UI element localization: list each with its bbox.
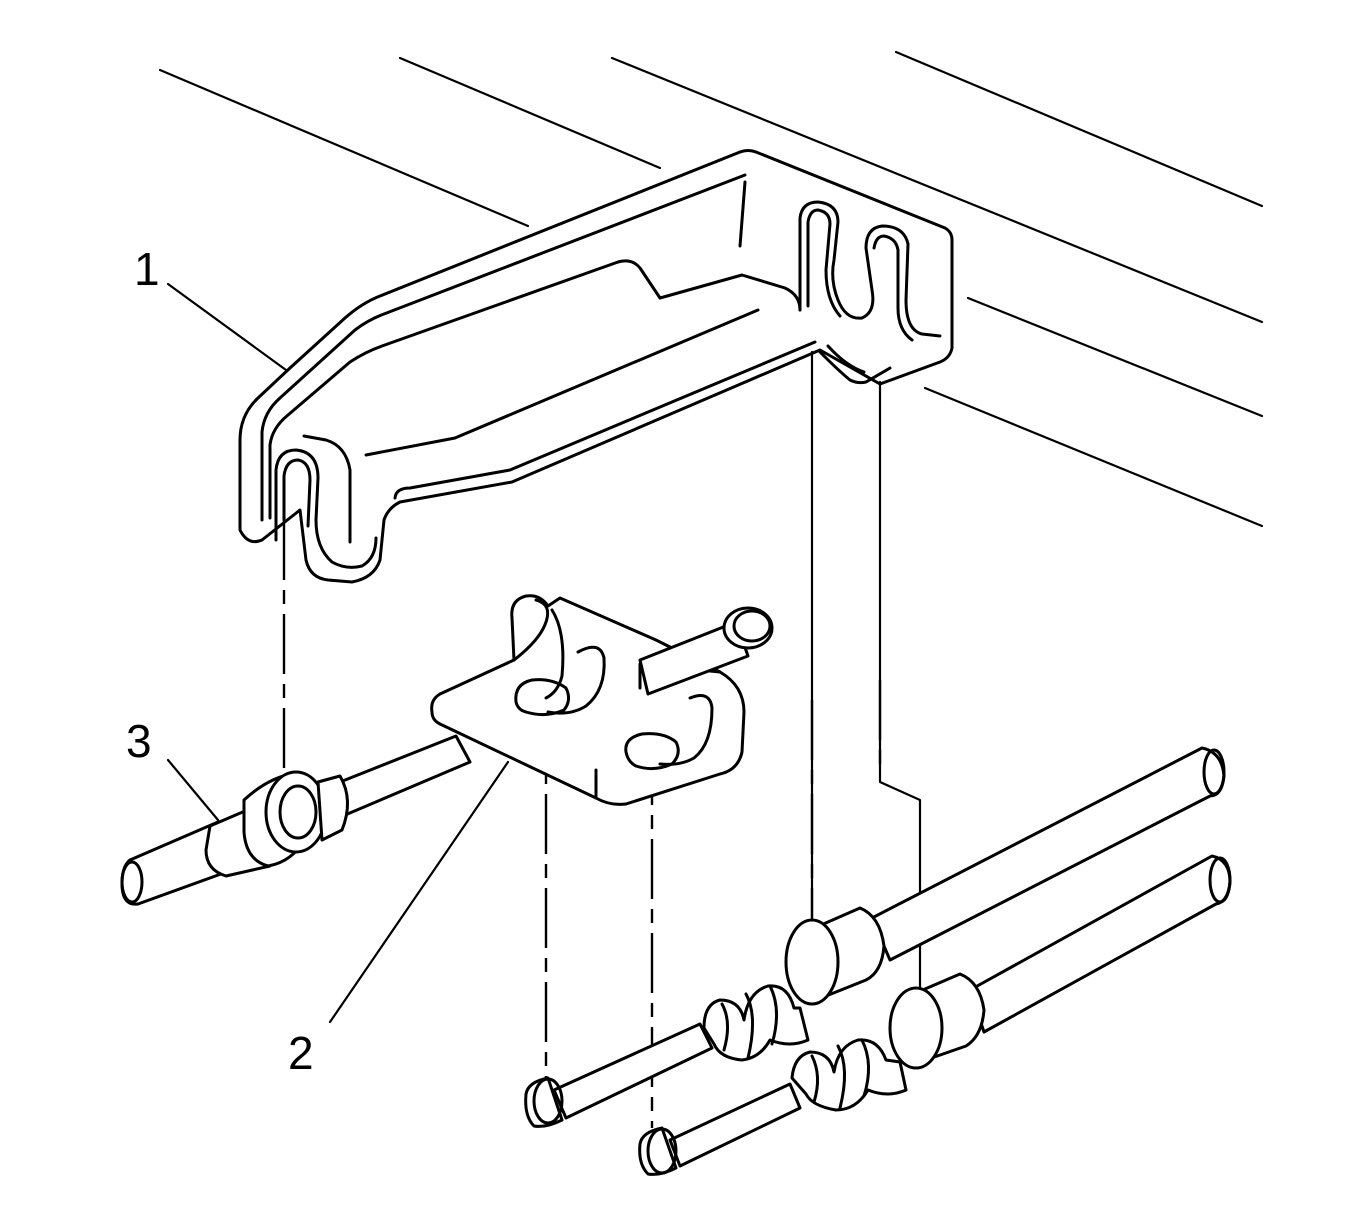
cable-lower-right	[638, 854, 1232, 1176]
leader-3	[166, 758, 220, 822]
frame-lines	[158, 50, 1264, 528]
guide-rod	[638, 606, 774, 696]
cable-guide-part-2	[430, 594, 746, 806]
cable-part-3	[120, 734, 472, 906]
callout-3: 3	[126, 715, 152, 767]
callout-1: 1	[134, 243, 160, 295]
leader-lines	[166, 282, 510, 1024]
bracket-part-1	[238, 149, 954, 584]
cable-upper-right	[524, 746, 1226, 1128]
leader-2	[328, 760, 510, 1024]
leader-1	[166, 282, 288, 372]
callout-2: 2	[288, 1027, 314, 1079]
